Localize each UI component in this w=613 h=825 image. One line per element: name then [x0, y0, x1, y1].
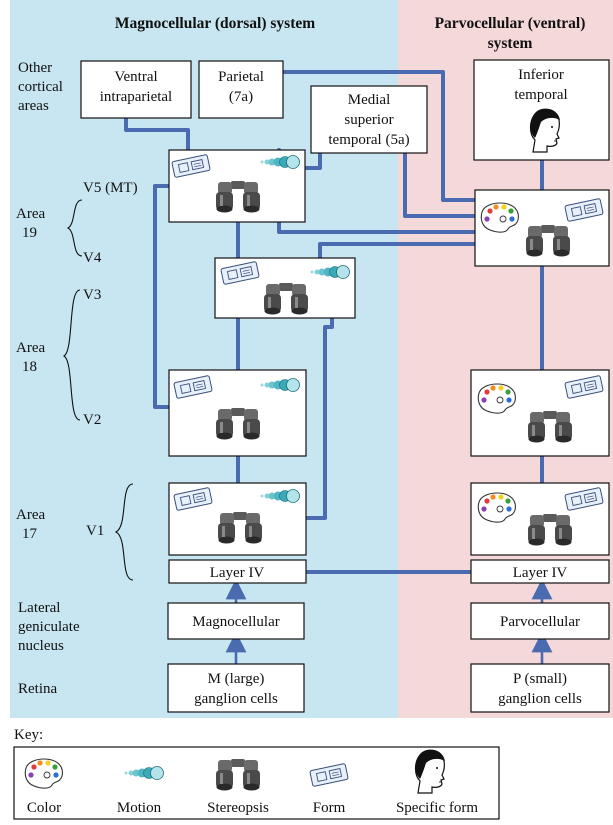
key-label-stereopsis: Stereopsis [207, 800, 269, 816]
label-area17-2: 17 [22, 526, 38, 542]
brace-area19 [66, 199, 83, 257]
box-v5 [168, 149, 306, 223]
svg-text:ganglion cells: ganglion cells [194, 691, 278, 707]
box-v1-parvo [470, 482, 610, 556]
label-v2: V2 [83, 412, 101, 428]
parvo-header-line-2: system [488, 35, 533, 52]
key-legend: Color Motion Stereopsis Form Specific fo… [13, 746, 500, 820]
box-p-ganglion: P (small) ganglion cells [470, 663, 610, 713]
face-icon [414, 749, 446, 794]
box-v2-magno [168, 369, 307, 457]
label-lgn-1: Lateral [18, 600, 60, 616]
key-label-form: Form [313, 800, 346, 816]
label-v5: V5 (MT) [83, 180, 138, 196]
label-area18-2: 18 [22, 359, 37, 375]
brace-area17 [114, 483, 134, 581]
brace-area18 [62, 289, 81, 421]
svg-text:(7a): (7a) [229, 89, 253, 105]
label-lgn-3: nucleus [18, 638, 64, 654]
svg-text:intraparietal: intraparietal [100, 89, 172, 105]
label-area18-1: Area [16, 340, 45, 356]
parvo-header-line-1: Parvocellular (ventral) [435, 15, 586, 32]
box-magnocellular: Magnocellular [167, 602, 305, 640]
svg-text:superior: superior [344, 112, 393, 128]
label-area19-1: Area [16, 206, 45, 222]
box-parietal: Parietal (7a) [198, 60, 284, 119]
label-other-cortical-3: areas [18, 98, 49, 114]
svg-text:temporal (5a): temporal (5a) [328, 132, 409, 148]
box-layer-iv-magno: Layer IV [168, 559, 307, 584]
label-area19-2: 19 [22, 225, 37, 241]
svg-text:Inferior: Inferior [518, 67, 564, 83]
box-v2-parvo [470, 369, 610, 457]
box-parvocellular: Parvocellular [470, 602, 610, 640]
left-labels: Other cortical areas Area 19 V5 (MT) V4 … [16, 60, 138, 697]
label-area17-1: Area [16, 507, 45, 523]
svg-text:P (small): P (small) [513, 671, 567, 687]
box-inferior-temporal: Inferior temporal [473, 59, 610, 161]
label-other-cortical-1: Other [18, 60, 52, 76]
label-v1: V1 [86, 523, 104, 539]
box-v3 [214, 257, 356, 319]
svg-text:Medial: Medial [348, 92, 391, 108]
key-label-specific-form: Specific form [396, 800, 478, 816]
magno-header: Magnocellular (dorsal) system [115, 15, 315, 32]
box-v1-magno [168, 482, 307, 556]
box-v4 [474, 189, 610, 267]
label-retina: Retina [18, 681, 57, 697]
svg-text:Layer IV: Layer IV [513, 565, 568, 581]
key-label-motion: Motion [117, 800, 162, 816]
label-v4: V4 [83, 250, 102, 266]
svg-text:Ventral: Ventral [114, 69, 157, 85]
svg-text:Magnocellular: Magnocellular [192, 614, 279, 630]
box-ventral-intraparietal: Ventral intraparietal [80, 60, 192, 119]
upward-arrows [225, 578, 553, 664]
label-other-cortical-2: cortical [18, 79, 63, 95]
box-medial-superior-temporal: Medial superior temporal (5a) [310, 85, 428, 154]
svg-text:M (large): M (large) [208, 671, 265, 687]
label-v3: V3 [83, 287, 101, 303]
svg-text:ganglion cells: ganglion cells [498, 691, 582, 707]
svg-text:Parietal: Parietal [218, 69, 264, 85]
label-lgn-2: geniculate [18, 619, 80, 635]
box-layer-iv-parvo: Layer IV [470, 559, 610, 584]
svg-text:Parvocellular: Parvocellular [500, 614, 580, 630]
box-m-ganglion: M (large) ganglion cells [167, 663, 305, 713]
svg-text:temporal: temporal [514, 87, 567, 103]
key-title: Key: [14, 727, 43, 743]
svg-text:Layer IV: Layer IV [210, 565, 265, 581]
key-label-color: Color [27, 800, 61, 816]
